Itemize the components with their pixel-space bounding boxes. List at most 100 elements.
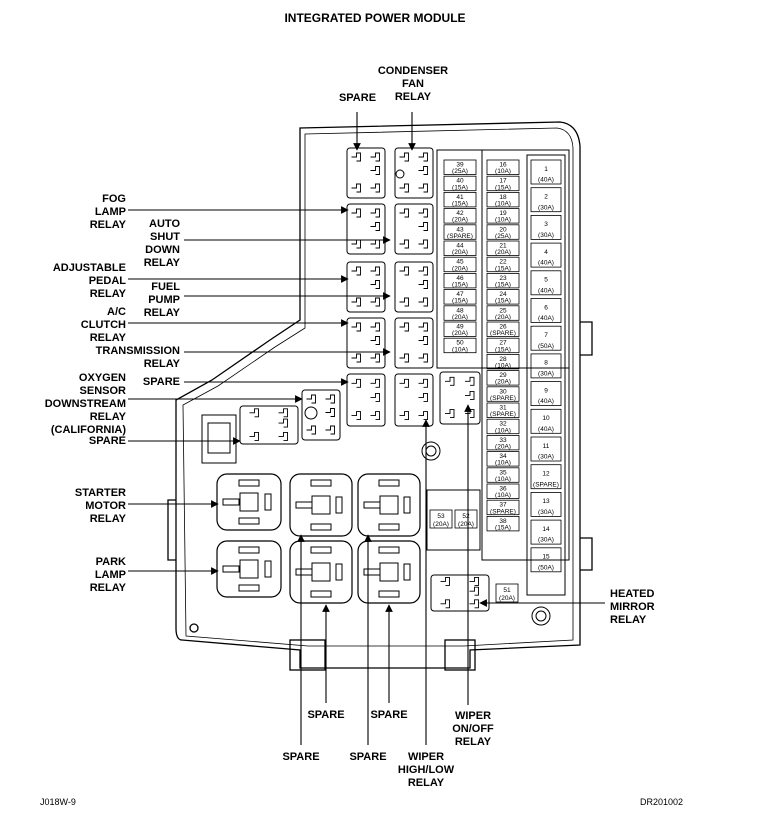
fuse-cell: 28(10A): [486, 353, 520, 369]
large-relay: [216, 473, 282, 531]
fuse-cell: 47(15A): [443, 289, 477, 305]
fuse-cell: 51(20A): [495, 583, 519, 603]
fuse-rating: (10A): [495, 460, 511, 467]
fuse-rating: (30A): [538, 371, 554, 378]
fuse-rating: (25A): [495, 233, 511, 240]
large-relay: [357, 473, 421, 537]
fuse-number: 47: [456, 291, 464, 298]
fuse-rating: (40A): [538, 260, 554, 267]
relay-group: [201, 147, 490, 612]
label-park-lamp-relay: PARK LAMP RELAY: [89, 556, 126, 594]
fuse-number: 18: [499, 194, 507, 201]
fuse-number: 29: [499, 372, 507, 379]
fuse-number: 53: [437, 513, 445, 520]
fuse-rating: (SPARE): [490, 508, 516, 515]
fuse-rating: (20A): [499, 595, 515, 602]
fuse-number: 12: [542, 471, 550, 478]
fuse-cell: 30(SPARE): [486, 386, 520, 402]
fuse-cell: 17(15A): [486, 175, 520, 191]
fuse-rating: (25A): [452, 168, 468, 175]
maxi-fuse-cell: 13(30A): [530, 491, 562, 517]
fuse-number: 26: [499, 324, 507, 331]
fuse-cell: 52(20A): [454, 509, 478, 529]
fuse-rating: (15A): [495, 298, 511, 305]
fuse-rating: (20A): [452, 265, 468, 272]
spare-connector: [201, 414, 237, 464]
fuse-rating: (30A): [538, 537, 554, 544]
fuse-cell: 34(10A): [486, 451, 520, 467]
fuse-cell: 38(15A): [486, 516, 520, 531]
fuse-number: 10: [542, 415, 550, 422]
maxi-fuse-cell: 1(40A): [530, 159, 562, 185]
fuse-number: 23: [499, 275, 507, 282]
label-spare-top: SPARE: [338, 92, 377, 104]
label-fuel-pump-relay: FUEL PUMP RELAY: [143, 281, 180, 319]
fuse-cell: 45(20A): [443, 256, 477, 272]
fuse-number: 28: [499, 356, 507, 363]
fuse-number: 52: [462, 513, 470, 520]
fuse-number: 14: [542, 526, 550, 533]
fuse-number: 40: [456, 178, 464, 185]
fuse-number: 2: [544, 194, 548, 201]
fuse-rating: (10A): [495, 476, 511, 483]
label-oxygen-sensor-relay: OXYGEN SENSOR DOWNSTREAM RELAY (CALIFORN…: [44, 372, 126, 436]
fuse-cell: 32(10A): [486, 418, 520, 434]
fuse-number: 11: [543, 443, 550, 450]
fuse-rating: (40A): [538, 398, 554, 405]
fuse-rating: (10A): [495, 427, 511, 434]
fuse-rating: (SPARE): [447, 233, 473, 240]
fuse-number: 15: [542, 554, 550, 561]
fuse-rating: (20A): [452, 249, 468, 256]
fuse-rating: (50A): [538, 343, 554, 350]
fuse-rating: (10A): [495, 217, 511, 224]
fuse-rating: (20A): [495, 249, 511, 256]
mini-relay: [394, 261, 434, 313]
fuse-rating: (SPARE): [533, 481, 559, 488]
fuse-number: 9: [544, 387, 548, 394]
fuse-rating: (15A): [452, 200, 468, 207]
fuse-number: 32: [499, 421, 507, 428]
label-spare-mid: SPARE: [142, 376, 180, 388]
label-auto-shut-down-relay: AUTO SHUT DOWN RELAY: [143, 218, 180, 269]
fuse-number: 37: [499, 502, 507, 509]
fuse-rating: (30A): [538, 509, 554, 516]
maxi-fuse-cell: 2(30A): [530, 187, 562, 213]
fuse-cell: 21(20A): [486, 240, 520, 256]
fuse-rating: (15A): [452, 184, 468, 191]
fuse-number: 39: [456, 162, 464, 169]
fuse-number: 20: [499, 226, 507, 233]
fuse-number: 41: [456, 194, 464, 201]
fuse-rating: (15A): [495, 265, 511, 272]
fuse-cell: 20(25A): [486, 224, 520, 240]
fuse-rating: (20A): [452, 217, 468, 224]
fuse-cell: 43(SPARE): [443, 224, 477, 240]
label-spare-b4: SPARE: [349, 751, 387, 763]
maxi-fuse-cell: 15(50A): [530, 547, 562, 573]
fuse-number: 48: [456, 307, 464, 314]
fuse-cell: 27(15A): [486, 337, 520, 353]
fuse-cell: 40(15A): [443, 175, 477, 191]
fuse-cell: 16(10A): [486, 159, 520, 175]
fuse-cell: 42(20A): [443, 208, 477, 224]
fuse-group: 39(25A)40(15A)41(15A)42(20A)43(SPARE)44(…: [429, 159, 562, 603]
fuse-number: 45: [456, 259, 464, 266]
fuse-rating: (15A): [452, 298, 468, 305]
fuse-number: 51: [503, 587, 511, 594]
fuse-number: 6: [544, 304, 548, 311]
fuse-number: 8: [544, 360, 548, 367]
fuse-cell: 19(10A): [486, 208, 520, 224]
label-fog-lamp-relay: FOG LAMP RELAY: [89, 193, 126, 231]
fuse-number: 34: [499, 453, 507, 460]
fuse-number: 30: [499, 388, 507, 395]
footer-left-code: J018W-9: [40, 797, 76, 807]
maxi-fuse-cell: 4(40A): [530, 242, 562, 268]
fuse-rating: (SPARE): [490, 411, 516, 418]
fuse-cell: 24(15A): [486, 289, 520, 305]
label-starter-motor-relay: STARTER MOTOR RELAY: [74, 487, 126, 525]
fuse-number: 27: [499, 340, 507, 347]
mini-relay: [394, 373, 434, 427]
large-relay: [289, 540, 353, 604]
maxi-fuse-cell: 14 (30A): [530, 519, 562, 545]
fuse-rating: (20A): [433, 521, 449, 528]
fuse-cell: 37(SPARE): [486, 499, 520, 515]
